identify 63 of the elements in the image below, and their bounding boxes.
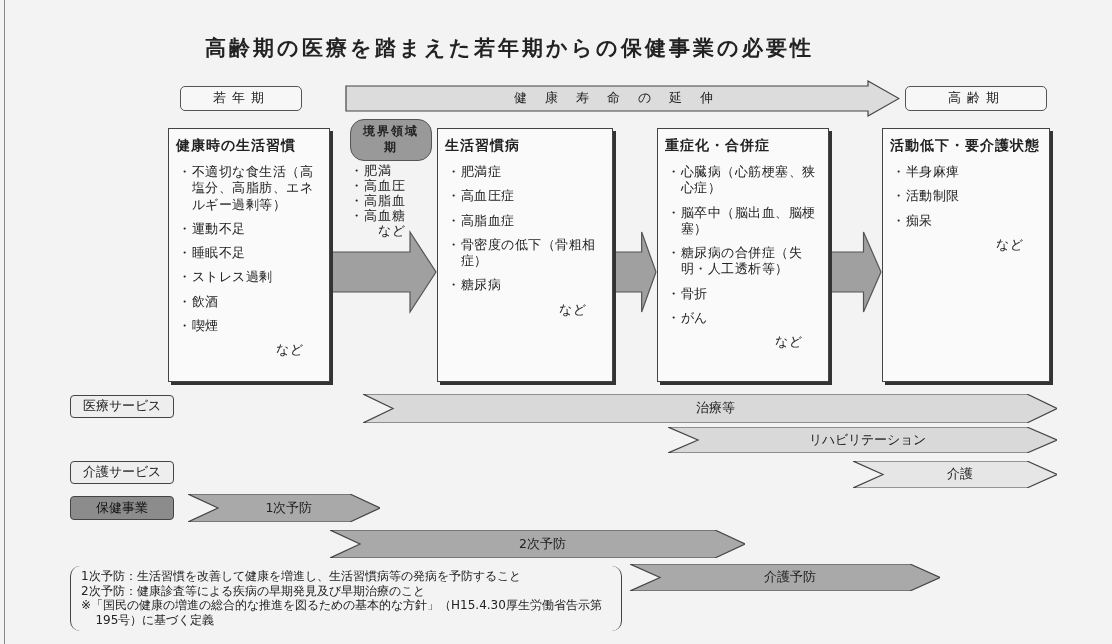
box-heading: 活動低下・要介護状態 bbox=[890, 137, 1041, 155]
chevron-band bbox=[188, 494, 380, 522]
list-item: ・がん bbox=[667, 309, 709, 326]
list-item: ・活動制限 bbox=[892, 188, 961, 205]
list-item: ・喫煙 bbox=[178, 317, 220, 334]
stage-box bbox=[168, 128, 330, 382]
category-label-box: 保健事業 bbox=[70, 496, 174, 520]
list-item: ・不適切な食生活（高塩分、高脂肪、エネルギー過剰等） bbox=[178, 164, 315, 213]
list-item: ・高血圧症 bbox=[447, 188, 516, 205]
chevron-band bbox=[330, 530, 745, 558]
list-item: ・糖尿病の合併症（失明・人工透析等） bbox=[667, 245, 803, 278]
arrow-band bbox=[345, 80, 900, 117]
list-item: など bbox=[378, 223, 406, 240]
footnote-line: 2次予防：健康診査等による疾病の早期発見及び早期治療のこと bbox=[81, 583, 426, 599]
list-item: ・骨折 bbox=[667, 285, 709, 302]
list-item: ・ストレス過剰 bbox=[178, 269, 274, 286]
band-label: 2次予防 bbox=[519, 535, 566, 553]
band-label: 健康寿命の延伸 bbox=[514, 90, 731, 107]
band-label: 介護 bbox=[947, 466, 973, 483]
band-label: 1次予防 bbox=[265, 499, 313, 517]
stage-pill: 境界領域期 bbox=[350, 119, 432, 161]
block-arrow bbox=[331, 229, 437, 315]
list-item: ・脳卒中（脳出血、脳梗塞） bbox=[667, 204, 817, 237]
band-label: リハビリテーション bbox=[809, 431, 926, 449]
list-item: ・心臓病（心筋梗塞、狭心症） bbox=[667, 164, 817, 197]
chevron-band bbox=[630, 564, 940, 591]
block-arrow bbox=[614, 231, 657, 313]
note-text: など bbox=[275, 342, 303, 359]
stage-box bbox=[882, 128, 1050, 382]
stage-box bbox=[437, 128, 613, 382]
list-item: ・高脂血症 bbox=[447, 212, 516, 229]
chevron-band bbox=[853, 461, 1057, 488]
period-label-box: 高齢期 bbox=[905, 86, 1047, 111]
list-item: ・高血圧 bbox=[350, 178, 406, 194]
list-item: ・半身麻痺 bbox=[892, 164, 961, 181]
list-item: ・糖尿病 bbox=[447, 277, 502, 294]
category-label-box: 介護サービス bbox=[70, 461, 174, 484]
band-label: 介護予防 bbox=[764, 569, 816, 586]
box-heading: 重症化・合併症 bbox=[665, 137, 771, 155]
block-arrow bbox=[830, 231, 882, 313]
list-item: ・骨密度の低下（骨粗相症） bbox=[447, 236, 597, 270]
period-label-box: 若年期 bbox=[180, 86, 302, 111]
note-text: など bbox=[774, 334, 802, 351]
stage-box bbox=[657, 128, 829, 382]
box-heading: 生活習慣病 bbox=[445, 137, 521, 155]
category-label-box: 医療サービス bbox=[70, 395, 174, 418]
list-item: ・高脂血 bbox=[350, 193, 406, 209]
note-text: など bbox=[995, 236, 1023, 253]
list-item: ・睡眠不足 bbox=[178, 245, 247, 262]
list-item: ・運動不足 bbox=[178, 220, 247, 237]
list-item: ・飲酒 bbox=[178, 293, 220, 310]
list-item: ・肥満症 bbox=[447, 164, 502, 181]
chevron-band bbox=[668, 427, 1057, 453]
list-item: ・高血糖 bbox=[350, 208, 406, 225]
note-text: など bbox=[558, 301, 586, 318]
box-heading: 健康時の生活習慣 bbox=[176, 137, 297, 155]
footnote-line: 1次予防：生活習慣を改善して健康を増進し、生活習慣病等の発病を予防すること bbox=[81, 569, 522, 584]
title: 高齢期の医療を踏まえた若年期からの保健事業の必要性 bbox=[205, 35, 814, 62]
chevron-band bbox=[363, 394, 1057, 423]
band-label: 治療等 bbox=[695, 400, 735, 417]
list-item: ・肥満 bbox=[350, 163, 392, 179]
list-item: ・痴呆 bbox=[892, 212, 934, 229]
footnote-line: ※「国民の健康の増進の総合的な推進を図るための基本的な方針」（H15.4.30厚生労働省告示第195号）に基づく定義 bbox=[81, 598, 603, 628]
